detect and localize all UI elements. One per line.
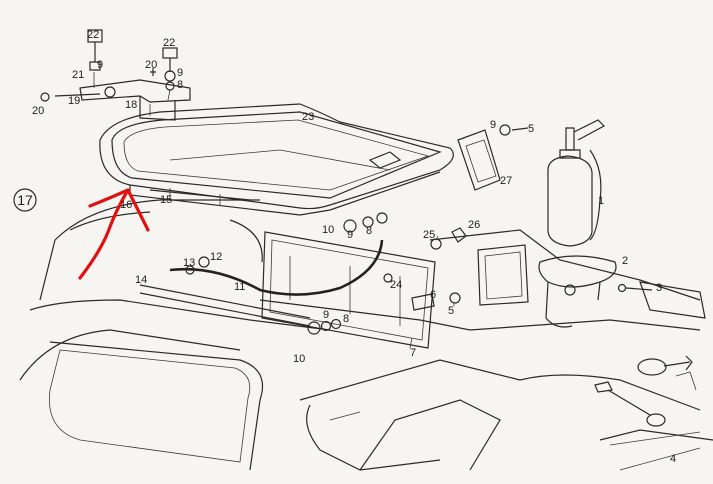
callout-label: 9 — [490, 119, 496, 131]
callout-label: 12 — [210, 251, 222, 263]
callout-label: 22 — [87, 29, 99, 41]
callout-label: 24 — [390, 279, 402, 291]
hinge-assembly — [40, 29, 191, 121]
callout-label: 21 — [72, 69, 84, 81]
red-annotation-arrow — [78, 188, 150, 280]
callout-label: 20 — [145, 59, 157, 71]
callout-label: 7 — [410, 347, 416, 359]
callout-label: 2 — [622, 255, 628, 267]
callout-label: 22 — [163, 37, 175, 49]
callout-label: 4 — [670, 453, 676, 465]
figure-number: 17 — [17, 192, 33, 208]
callout-label: 3 — [656, 282, 662, 294]
vehicle-body-outline — [19, 199, 713, 471]
callout-label: 20 — [32, 105, 44, 117]
callout-label: 23 — [302, 111, 314, 123]
callout-label: 10 — [322, 224, 334, 236]
callout-label: 8 — [343, 313, 349, 325]
callout-label: 15 — [160, 194, 172, 206]
callout-label: 9 — [323, 309, 329, 321]
callout-label: 11 — [234, 281, 245, 293]
callout-label: 25 — [423, 229, 435, 241]
fasteners — [185, 124, 653, 335]
callout-label: 5 — [528, 123, 534, 135]
callout-label: 8 — [366, 225, 372, 237]
callout-label: 5 — [448, 305, 454, 317]
callout-label: 27 — [500, 175, 512, 187]
figure-number-circle — [13, 188, 37, 212]
callout-label: 26 — [468, 219, 480, 231]
callout-label: 13 — [183, 257, 195, 269]
callout-label: 14 — [135, 274, 147, 286]
fire-extinguisher — [538, 119, 617, 328]
leader-lines — [93, 72, 455, 349]
callout-label: 19 — [68, 95, 80, 107]
floor-details — [594, 355, 697, 427]
callout-label: 6 — [430, 289, 436, 301]
callout-label: 18 — [125, 99, 137, 111]
callout-label: 10 — [293, 353, 305, 365]
callout-labels: 22 9 22 20 9 8 21 19 20 18 23 9 5 27 1 1… — [32, 29, 676, 465]
callout-label: 9 — [347, 229, 353, 241]
extinguisher-bracket — [457, 129, 501, 191]
callout-label: 16 — [120, 199, 132, 211]
callout-label: 9 — [97, 59, 103, 71]
callout-label: 8 — [177, 79, 183, 91]
callout-label: 1 — [598, 195, 604, 207]
support-frame — [139, 189, 436, 349]
callout-label: 9 — [177, 67, 183, 79]
seat-cushion — [99, 103, 454, 216]
